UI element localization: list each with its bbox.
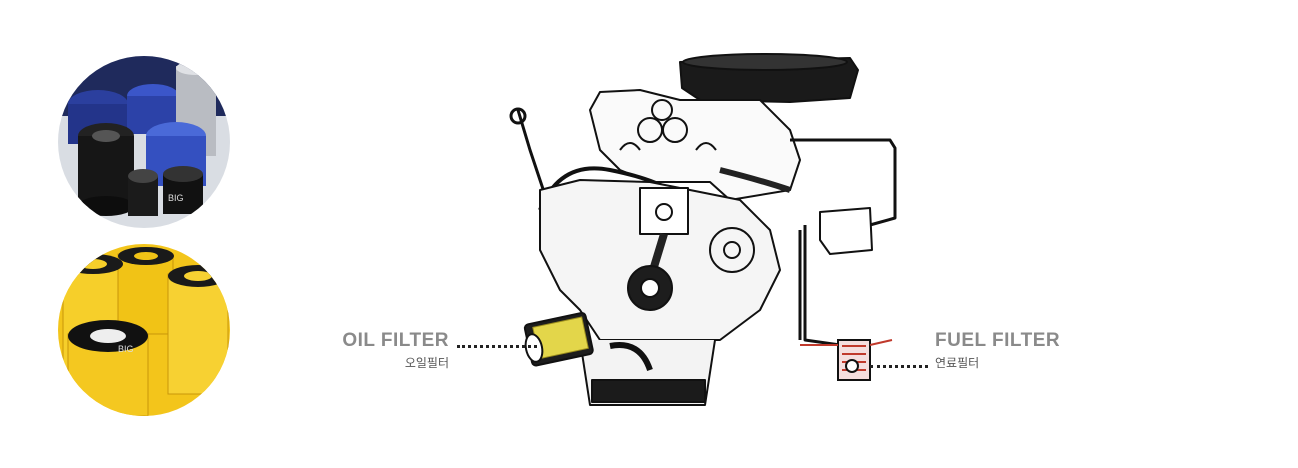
fuel-filter-callout: FUEL FILTER 연료필터	[935, 330, 1075, 371]
engine-cutaway-diagram	[509, 53, 897, 406]
oil-filter-callout: OIL FILTER 오일필터	[336, 330, 449, 371]
fuel-filter-subtitle: 연료필터	[935, 356, 980, 370]
fuel-filter-highlight	[800, 339, 893, 381]
svg-text:BIG: BIG	[168, 193, 184, 203]
oil-filter-title: OIL FILTER	[342, 330, 449, 351]
oil-filter-subtitle: 오일필터	[404, 356, 449, 370]
fuel-filter-elements-photo: BIG	[58, 244, 230, 416]
oil-filter-highlight	[523, 311, 594, 367]
fuel-filter-leader-line	[870, 365, 928, 368]
svg-text:BIG: BIG	[118, 344, 134, 354]
oil-filter-leader-line	[457, 345, 537, 348]
oil-filters-photo: BIG	[58, 56, 230, 228]
fuel-filter-title: FUEL FILTER	[935, 330, 1061, 351]
